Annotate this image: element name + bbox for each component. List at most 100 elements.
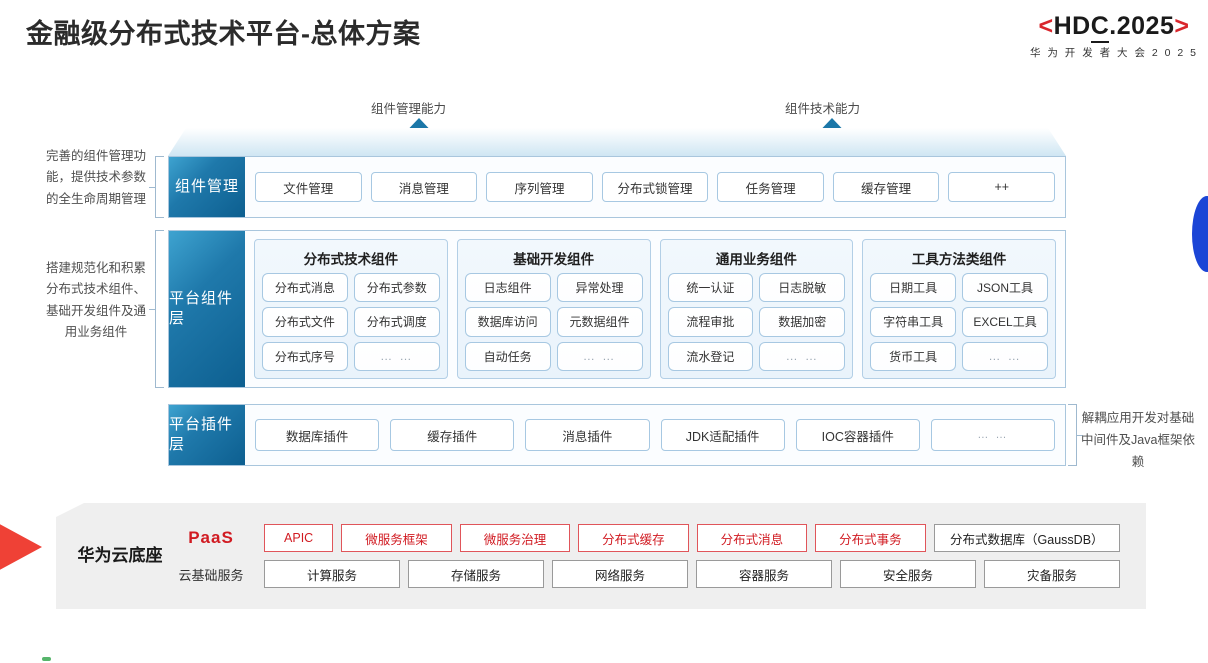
component-group-line-0-0: 分布式消息分布式参数 — [262, 273, 440, 303]
row-tag-component-management: 组件管理 — [169, 157, 245, 217]
chip-plugin-2[interactable]: 消息插件 — [525, 419, 650, 451]
chip-component-1-1-0[interactable]: 数据库访问 — [464, 307, 551, 337]
component-group-title-1: 基础开发组件 — [513, 252, 595, 267]
chip-component-2-0-0[interactable]: 统一认证 — [667, 273, 754, 303]
chip-management-2[interactable]: 序列管理 — [486, 172, 593, 202]
cloud-row-label-infra: 云基础服务 — [178, 567, 244, 583]
chip-component-0-1-0[interactable]: 分布式文件 — [262, 307, 348, 337]
angle-bracket-right-icon: > — [1174, 12, 1190, 40]
cell-paas-3[interactable]: 分布式缓存 — [578, 524, 689, 552]
component-group-title-2: 通用业务组件 — [715, 252, 797, 267]
chip-plugin-4[interactable]: IOC容器插件 — [795, 419, 920, 451]
chip-component-1-0-1[interactable]: 异常处理 — [556, 273, 643, 303]
bracket-plugin — [1068, 404, 1083, 466]
arrow-label-technology: 组件技术能力 — [785, 102, 861, 116]
chip-management-5[interactable]: 缓存管理 — [832, 172, 940, 202]
chip-component-2-1-0[interactable]: 流程审批 — [667, 307, 754, 337]
component-group-line-1-2: 自动任务… … — [464, 341, 643, 371]
chip-plugin-5[interactable]: … … — [930, 419, 1056, 451]
chip-component-0-1-1[interactable]: 分布式调度 — [353, 307, 440, 337]
chip-component-1-1-1[interactable]: 元数据组件 — [556, 307, 643, 337]
chip-component-3-2-0[interactable]: 货币工具 — [870, 341, 957, 371]
cell-paas-1[interactable]: 微服务框架 — [341, 524, 452, 552]
blue-arc-decoration — [1192, 196, 1208, 272]
cell-infra-3[interactable]: 容器服务 — [696, 560, 832, 588]
component-group-title-0: 分布式技术组件 — [303, 252, 399, 267]
infra-cell-container: 计算服务存储服务网络服务容器服务安全服务灾备服务 — [264, 560, 1120, 588]
chip-component-1-2-0[interactable]: 自动任务 — [464, 341, 551, 371]
chip-management-3[interactable]: 分布式锁管理 — [601, 172, 709, 202]
hdc-text-b: .2025 — [1109, 12, 1175, 40]
cell-infra-2[interactable]: 网络服务 — [552, 560, 688, 588]
row-component-management: 组件管理 文件管理消息管理序列管理分布式锁管理任务管理缓存管理 ++ — [168, 156, 1066, 218]
cell-infra-5[interactable]: 灾备服务 — [984, 560, 1120, 588]
component-group-line-1-1: 数据库访问元数据组件 — [464, 307, 643, 337]
cell-infra-0[interactable]: 计算服务 — [264, 560, 400, 588]
cell-infra-4[interactable]: 安全服务 — [840, 560, 976, 588]
row-platform-component-layer: 平台组件层 分布式技术组件分布式消息分布式参数分布式文件分布式调度分布式序号… … — [168, 230, 1066, 388]
chip-component-3-1-0[interactable]: 字符串工具 — [870, 307, 957, 337]
component-group-grid-0: 分布式消息分布式参数分布式文件分布式调度分布式序号… … — [262, 273, 440, 371]
row-body-component-management: 文件管理消息管理序列管理分布式锁管理任务管理缓存管理 ++ — [245, 157, 1065, 217]
chip-component-3-0-1[interactable]: JSON工具 — [962, 273, 1048, 303]
hdc-text-a: HD — [1053, 12, 1091, 40]
green-dot-decoration — [42, 657, 51, 661]
row-body-platform-component-layer: 分布式技术组件分布式消息分布式参数分布式文件分布式调度分布式序号… …基础开发组… — [245, 231, 1065, 387]
chip-component-3-1-1[interactable]: EXCEL工具 — [962, 307, 1048, 337]
cell-paas-0[interactable]: APIC — [264, 524, 334, 552]
component-group-line-2-1: 流程审批数据加密 — [667, 307, 846, 337]
chip-component-2-2-0[interactable]: 流水登记 — [667, 341, 754, 371]
right-note-plugin: 解耦应用开发对基础中间件及Java框架依赖 — [1081, 411, 1195, 469]
component-group-title-3: 工具方法类组件 — [911, 252, 1007, 267]
chip-management-1[interactable]: 消息管理 — [370, 172, 478, 202]
cell-paas-4[interactable]: 分布式消息 — [696, 524, 808, 552]
chip-component-3-0-0[interactable]: 日期工具 — [870, 273, 957, 303]
chip-plugin-3[interactable]: JDK适配插件 — [660, 419, 785, 451]
chip-component-1-2-1[interactable]: … … — [556, 341, 643, 371]
chip-plugin-0[interactable]: 数据库插件 — [255, 419, 380, 451]
page-title: 金融级分布式技术平台-总体方案 — [26, 19, 421, 49]
chip-management-6[interactable]: ++ — [948, 172, 1056, 202]
cell-paas-5[interactable]: 分布式事务 — [815, 524, 926, 552]
chip-component-2-0-1[interactable]: 日志脱敏 — [759, 273, 846, 303]
chip-component-0-0-0[interactable]: 分布式消息 — [262, 273, 348, 303]
chip-component-0-2-1[interactable]: … … — [353, 341, 440, 371]
cell-infra-1[interactable]: 存储服务 — [408, 560, 544, 588]
chip-component-3-2-1[interactable]: … … — [962, 341, 1048, 371]
row-tag-platform-component-layer: 平台组件层 — [169, 231, 245, 387]
hdc-text-underlined: C — [1090, 12, 1110, 43]
bracket-platform — [149, 230, 164, 388]
left-note-management: 完善的组件管理功能，提供技术参数的全生命周期管理 — [45, 149, 146, 206]
component-group-grid-2: 统一认证日志脱敏流程审批数据加密流水登记… … — [667, 273, 846, 371]
component-group-1: 基础开发组件日志组件异常处理数据库访问元数据组件自动任务… … — [456, 239, 651, 379]
chip-component-0-2-0[interactable]: 分布式序号 — [262, 341, 348, 371]
cell-paas-6[interactable]: 分布式数据库（GaussDB） — [933, 524, 1120, 552]
cell-paas-2[interactable]: 微服务治理 — [459, 524, 571, 552]
chip-component-2-1-1[interactable]: 数据加密 — [759, 307, 846, 337]
component-group-line-3-2: 货币工具… … — [870, 341, 1048, 371]
cloud-base-title: 华为云底座 — [77, 546, 163, 566]
hdc-logo: <HDC.2025> 华 为 开 发 者 大 会 2 0 2 5 — [1029, 12, 1198, 60]
bracket-management — [149, 156, 164, 218]
chip-management-0[interactable]: 文件管理 — [255, 172, 362, 202]
chip-component-2-2-1[interactable]: … … — [759, 341, 846, 371]
component-group-line-2-2: 流水登记… … — [667, 341, 846, 371]
angle-bracket-left-icon: < — [1038, 12, 1054, 40]
chip-component-1-0-0[interactable]: 日志组件 — [464, 273, 551, 303]
chip-plugin-1[interactable]: 缓存插件 — [390, 419, 515, 451]
chip-component-0-0-1[interactable]: 分布式参数 — [353, 273, 440, 303]
component-group-0: 分布式技术组件分布式消息分布式参数分布式文件分布式调度分布式序号… … — [254, 239, 448, 379]
chip-management-4[interactable]: 任务管理 — [717, 172, 824, 202]
component-group-line-0-1: 分布式文件分布式调度 — [262, 307, 440, 337]
hdc-logo-subtitle: 华 为 开 发 者 大 会 2 0 2 5 — [1029, 47, 1198, 59]
left-note-platform: 搭建规范化和积累分布式技术组件、基础开发组件及通用业务组件 — [45, 261, 146, 339]
